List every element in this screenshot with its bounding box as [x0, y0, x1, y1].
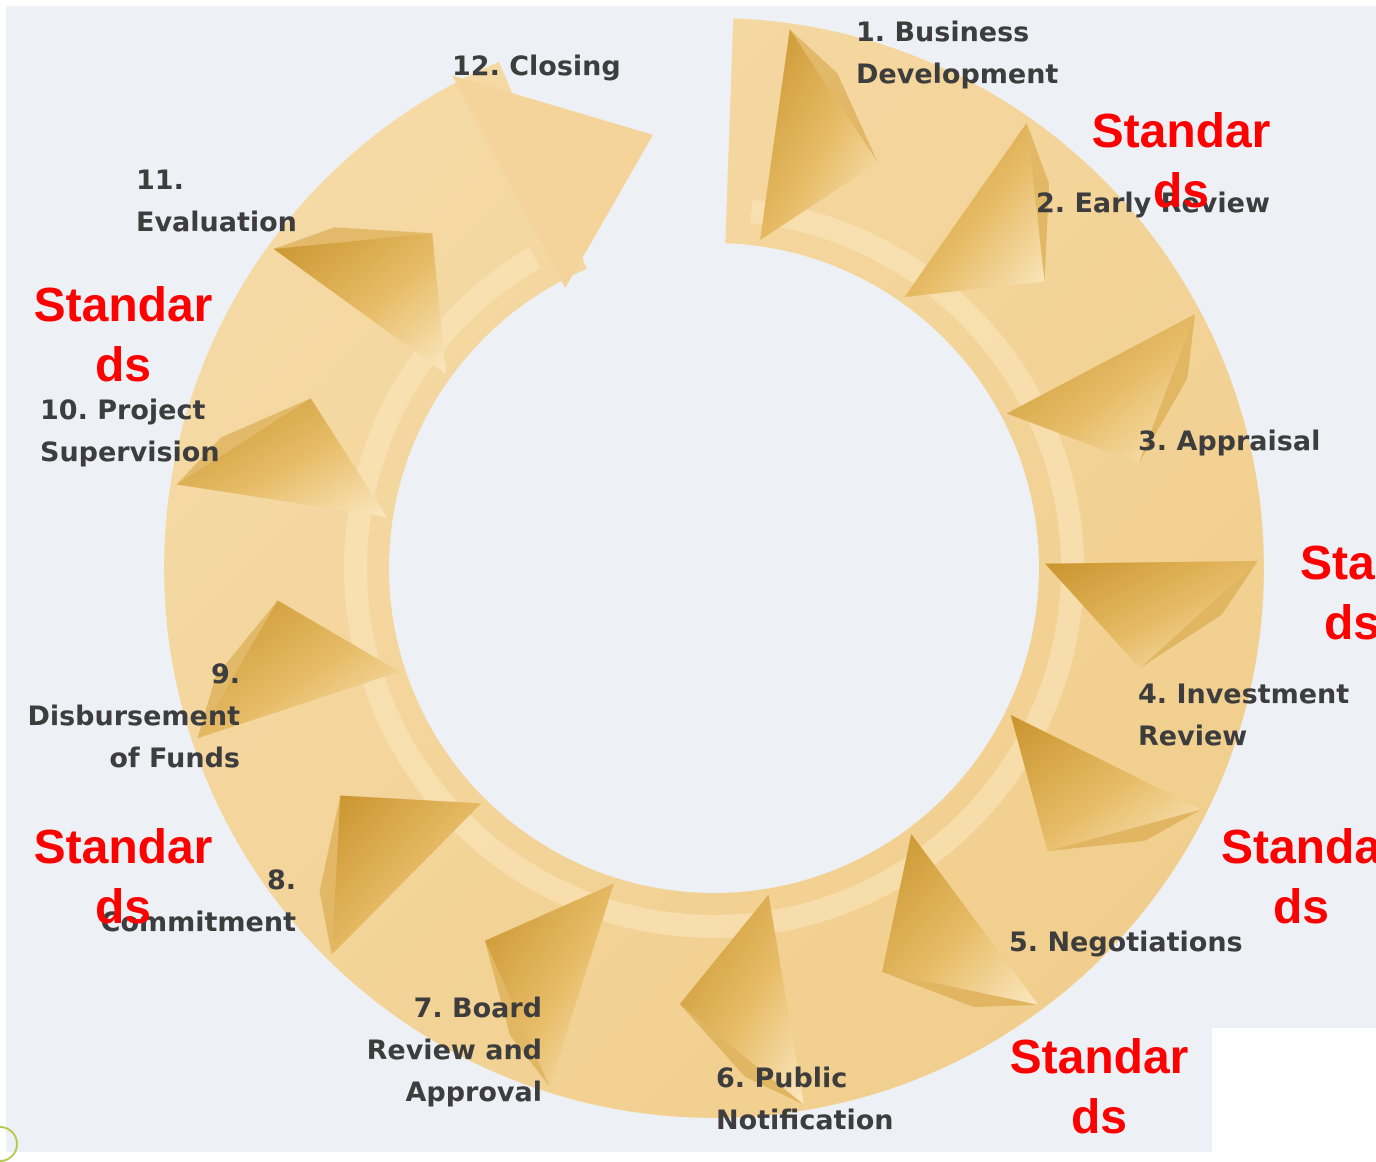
stage-12-label: 12. Closing	[452, 51, 621, 82]
standards-label: Stands	[1299, 537, 1376, 650]
stage-5-label: 5. Negotiations	[1009, 927, 1243, 958]
stage-arrow-shadow	[882, 971, 1039, 1008]
stage-arrow-shadow	[789, 29, 878, 163]
stage-arrow-shadow	[319, 795, 341, 955]
stage-arrow	[679, 894, 804, 1105]
stage-arrow-shadow	[176, 398, 311, 485]
stage-arrow	[176, 398, 387, 518]
stage-arrow-shadow	[273, 227, 433, 249]
stage-arrow	[331, 795, 482, 955]
stage-8-label: 8.Commitment	[100, 865, 296, 938]
stage-arrow	[882, 833, 1039, 1005]
stage-arrows	[176, 29, 1258, 1105]
cycle-arrowhead	[452, 75, 654, 289]
blank-panel	[1212, 1028, 1376, 1152]
stage-arrow	[1006, 314, 1196, 464]
stage-11-label: 11.Evaluation	[136, 165, 297, 238]
stage-arrow	[1010, 714, 1202, 852]
stage-arrow	[1044, 560, 1258, 669]
stage-3-label: 3. Appraisal	[1138, 426, 1321, 457]
stage-arrow-shadow	[679, 1004, 804, 1105]
stage-arrow-shadow	[197, 600, 278, 739]
stage-arrow	[484, 883, 615, 1087]
stage-arrow-shadow	[1138, 314, 1196, 464]
stage-arrow-shadow	[1047, 809, 1202, 852]
stage-arrow-shadow	[1026, 122, 1050, 282]
stage-arrow-shadow	[1139, 560, 1258, 669]
stage-arrow	[273, 233, 446, 374]
stage-2-label: 2. Early Review	[1036, 188, 1270, 219]
stage-arrow	[760, 29, 878, 241]
stage-arrow-shadow	[484, 940, 550, 1087]
stage-arrow	[904, 122, 1045, 298]
cycle-ring-diagram	[163, 18, 1264, 1118]
stage-arrow	[197, 600, 400, 739]
